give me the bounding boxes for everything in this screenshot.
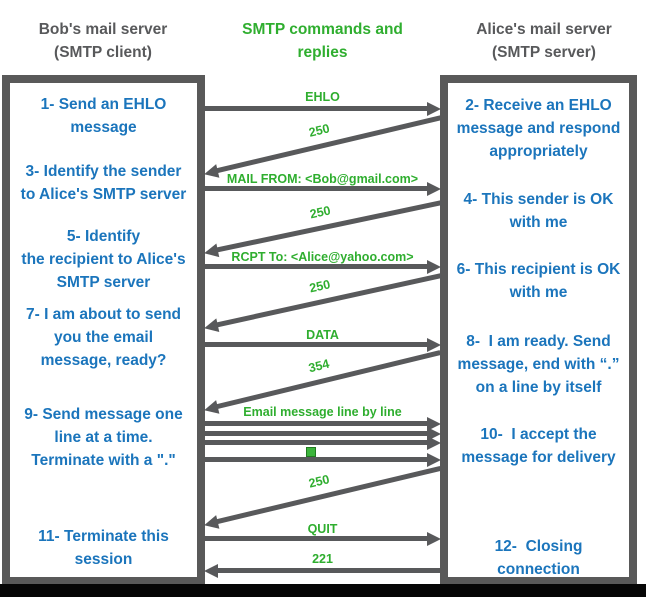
label-rcpt-to: RCPT To: <Alice@yahoo.com> <box>231 250 414 264</box>
label-quit: QUIT <box>307 522 338 536</box>
arrow-shaft <box>205 264 432 269</box>
bottom-bar <box>0 584 646 597</box>
arrow-shaft <box>205 421 432 426</box>
message-lane: EHLO 250 MAIL FROM: <Bob@gmail.com> 250 … <box>202 0 443 597</box>
arrow-reply-250-1: 250 <box>202 115 442 181</box>
arrow-reply-250-4: 250 <box>202 465 441 532</box>
server-header: Alice's mail server (SMTP server) <box>476 21 612 61</box>
arrow-mail-from <box>205 181 441 196</box>
client-step-3: 3- Identify the sender to Alice's SMTP s… <box>20 163 187 203</box>
arrowhead-right-icon <box>427 337 441 352</box>
arrow-email-line-2 <box>205 426 441 441</box>
server-box: 2- Receive an EHLO message and respond a… <box>440 75 637 585</box>
arrow-shaft <box>205 431 432 436</box>
server-step-6: 6- This recipient is OK with me <box>456 261 621 301</box>
arrow-reply-221 <box>204 563 440 578</box>
commands-header: SMTP commands and replies <box>242 21 403 61</box>
arrow-email-line-1 <box>205 416 441 431</box>
message-end-dot-icon <box>306 447 316 457</box>
arrowhead-right-icon <box>427 531 441 546</box>
server-step-4: 4- This sender is OK with me <box>463 191 614 231</box>
arrowhead-right-icon <box>427 452 441 467</box>
label-mail-from: MAIL FROM: <Bob@gmail.com> <box>226 172 419 186</box>
client-step-9: 9- Send message one line at a time. Term… <box>24 406 183 469</box>
arrow-dot-line <box>205 452 441 467</box>
arrow-shaft <box>213 568 440 573</box>
arrow-shaft <box>205 342 432 347</box>
label-email-lines: Email message line by line <box>243 405 402 419</box>
label-data: DATA <box>306 328 339 342</box>
arrow-reply-250-2: 250 <box>202 200 443 260</box>
arrow-reply-250-3: 250 <box>202 273 442 335</box>
arrow-shaft <box>205 457 432 462</box>
arrowhead-right-icon <box>427 435 441 450</box>
client-box: 1- Send an EHLO message 3- Identify the … <box>2 75 205 585</box>
arrow-ehlo <box>205 101 441 116</box>
arrowhead-right-icon <box>427 101 441 116</box>
arrow-quit <box>205 531 441 546</box>
arrowhead-left-icon <box>204 563 218 578</box>
client-step-5: 5- Identify the recipient to Alice's SMT… <box>21 228 186 291</box>
arrow-data <box>205 337 441 352</box>
arrowhead-right-icon <box>427 181 441 196</box>
arrow-shaft <box>205 106 432 111</box>
arrow-reply-354: 354 <box>202 350 441 417</box>
label-ehlo: EHLO <box>305 90 340 104</box>
client-step-11: 11- Terminate this session <box>38 528 169 568</box>
arrow-shaft <box>205 536 432 541</box>
arrowhead-right-icon <box>427 259 441 274</box>
label-reply-221: 221 <box>312 552 333 566</box>
client-step-1: 1- Send an EHLO message <box>40 96 167 136</box>
arrow-shaft <box>205 186 432 191</box>
client-header: Bob's mail server (SMTP client) <box>38 21 168 61</box>
server-step-10: 10- I accept the message for delivery <box>461 426 616 466</box>
server-step-12: 12- Closing connection <box>494 538 583 578</box>
arrow-email-line-3 <box>205 435 441 450</box>
client-step-7: 7- I am about to send you the email mess… <box>25 306 181 369</box>
arrow-rcpt-to <box>205 259 441 274</box>
server-step-8: 8- I am ready. Send message, end with “.… <box>457 333 620 396</box>
arrow-shaft <box>205 440 432 445</box>
server-step-2: 2- Receive an EHLO message and respond a… <box>456 97 621 160</box>
